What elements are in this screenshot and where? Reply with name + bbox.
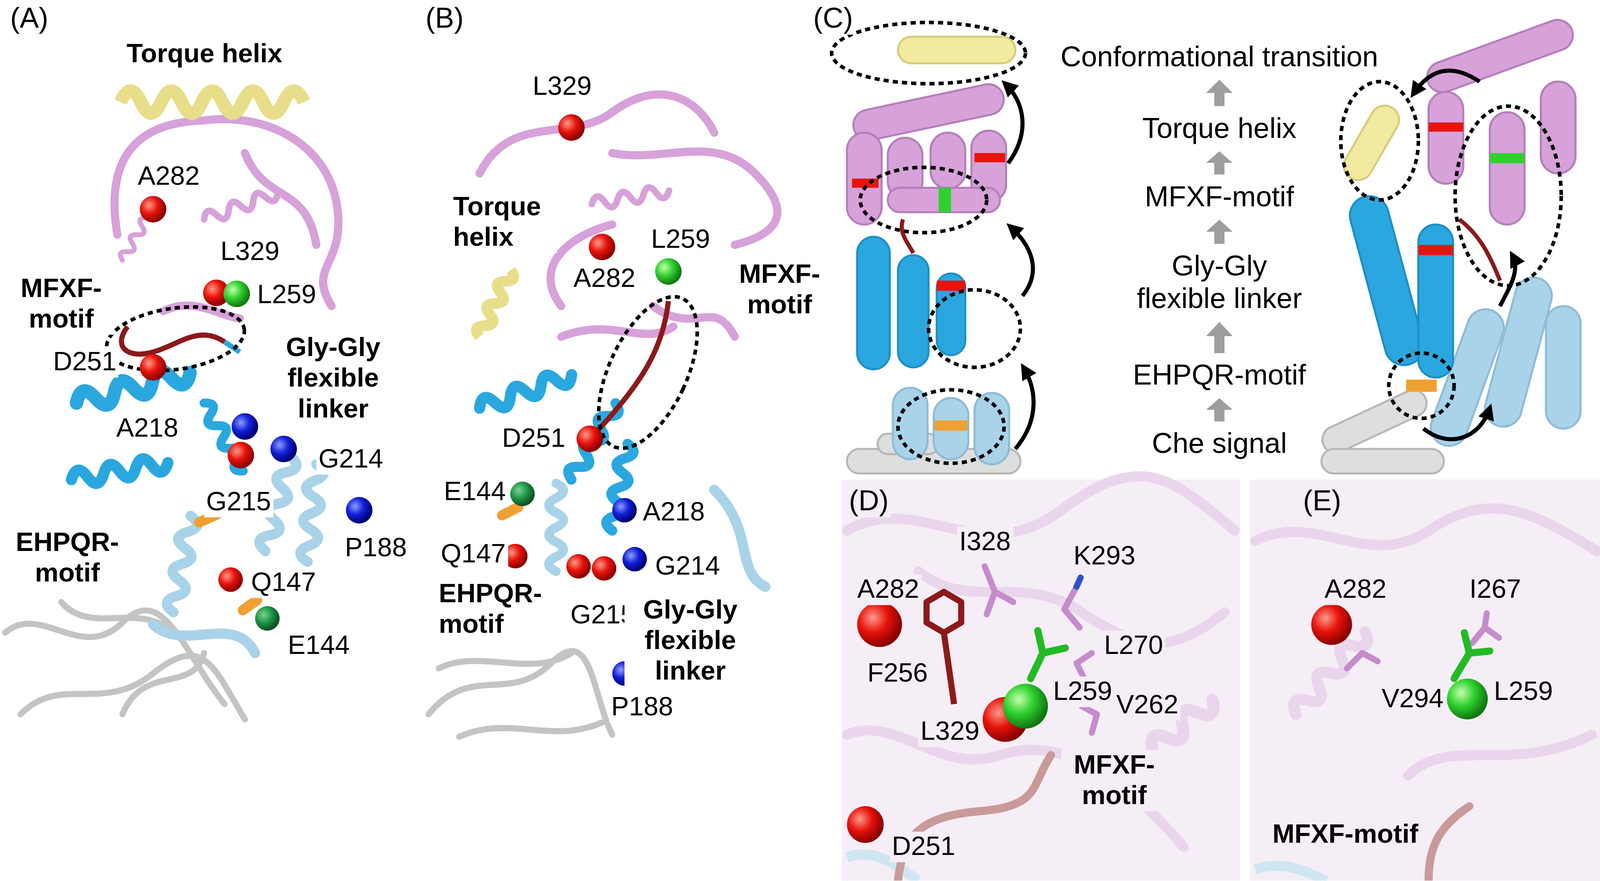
residue-label: Q147 — [249, 567, 319, 598]
flow-arrow — [1206, 79, 1233, 107]
flow-step-text: Conformational transition — [1060, 40, 1379, 74]
flow-step: Conformational transition — [1056, 38, 1383, 76]
residue-label: G215 — [204, 486, 274, 518]
residue-label: Q147 — [438, 538, 508, 570]
residue-label: A218 — [114, 413, 181, 444]
residue-label: E144 — [285, 630, 352, 662]
panel-letter: (B) — [423, 2, 466, 35]
residue-label: A282 — [571, 263, 638, 294]
residue-label: D251 — [50, 347, 119, 378]
motif-label: MFXF- motif — [8, 273, 115, 335]
residue-label: G214 — [653, 550, 723, 582]
residue-label: D251 — [500, 423, 568, 455]
flow-step: MFXF-motif — [1140, 178, 1299, 216]
residue-label: L329 — [218, 236, 282, 268]
residue-label: I267 — [1467, 574, 1524, 606]
panel-letter: (A) — [8, 2, 51, 35]
flow-arrow — [1206, 321, 1233, 354]
residue-label: P188 — [343, 532, 409, 564]
motif-label: Torque helix — [124, 38, 285, 70]
flow-step: Gly-Gly flexible linker — [1125, 247, 1313, 318]
motif-label: Torque helix — [450, 191, 558, 253]
flow-step: Torque helix — [1138, 110, 1301, 148]
residue-label: D251 — [889, 831, 958, 863]
residue-label: A282 — [1322, 574, 1389, 606]
panel-letter: (D) — [846, 484, 891, 518]
residue-label: L259 — [255, 279, 319, 311]
flow-arrow — [1206, 219, 1233, 245]
motif-label: Gly-Gly flexible linker — [624, 594, 757, 687]
flow-step-text: MFXF-motif — [1144, 180, 1294, 214]
flow-step-text: Gly-Gly flexible linker — [1130, 249, 1309, 316]
residue-label: G214 — [316, 443, 386, 475]
flow-step-text: Che signal — [1151, 427, 1288, 461]
residue-label: V294 — [1379, 683, 1446, 715]
residue-label: L259 — [1491, 676, 1555, 708]
residue-label: L259 — [1051, 676, 1115, 708]
flow-step-text: EHPQR-motif — [1132, 359, 1306, 393]
residue-label: L259 — [649, 224, 713, 256]
residue-label: E144 — [441, 476, 508, 508]
motif-label: EHPQR- motif — [436, 578, 556, 640]
motif-label: MFXF- motif — [1061, 749, 1168, 811]
flow-arrow — [1206, 397, 1233, 422]
residue-label: F256 — [865, 657, 930, 689]
flow-step: Che signal — [1147, 425, 1292, 463]
residue-label: L329 — [530, 71, 594, 103]
motif-label: MFXF-motif — [1270, 819, 1421, 851]
residue-label: A218 — [640, 496, 707, 528]
residue-label: I328 — [957, 526, 1013, 558]
panel-letter: (E) — [1300, 484, 1344, 518]
motif-label: MFXF- motif — [726, 259, 833, 321]
residue-label: V262 — [1114, 689, 1181, 721]
flow-step: EHPQR-motif — [1128, 357, 1310, 395]
residue-label: L270 — [1101, 630, 1166, 662]
flow-arrow — [1206, 151, 1233, 175]
flow-step-text: Torque helix — [1142, 112, 1297, 146]
motif-label: Gly-Gly flexible linker — [267, 332, 399, 425]
residue-label: P188 — [609, 691, 676, 723]
residue-label: K293 — [1071, 540, 1138, 572]
panel-letter: (C) — [811, 2, 856, 35]
motif-label: EHPQR- motif — [8, 527, 127, 589]
residue-label: A282 — [135, 161, 202, 192]
residue-label: L329 — [918, 716, 982, 747]
residue-label: A282 — [854, 574, 921, 606]
